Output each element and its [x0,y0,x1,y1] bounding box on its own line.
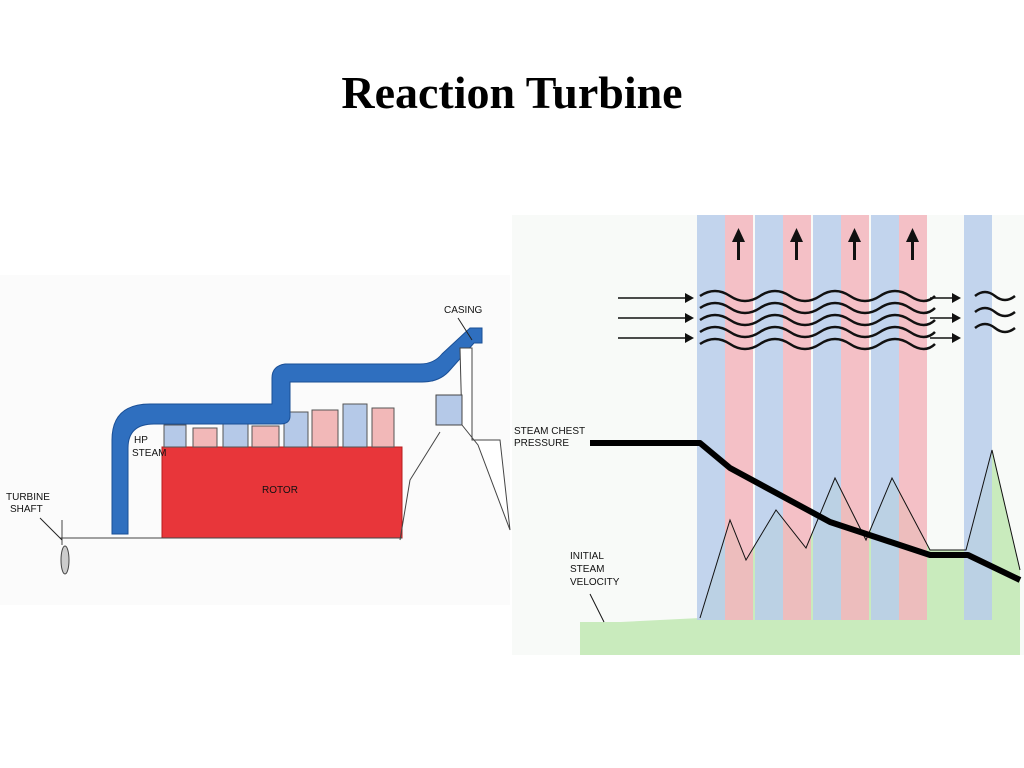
slide-title: Reaction Turbine [341,67,683,118]
initial-velocity-label-line2: STEAM [570,564,604,575]
moving-band [841,215,869,620]
outflow-arrows [930,293,961,343]
rotor [161,446,403,539]
velocity-baseline [580,622,700,655]
right-pressure-velocity-diagram: STEAM CHEST PRESSURE INITIAL STEAM VELOC… [514,215,1022,655]
up-arrow-icon [790,228,803,260]
casing-label: CASING [444,305,483,316]
up-arrows [732,228,919,260]
fixed-blade [342,403,368,448]
shaft-end [60,545,70,575]
moving-blade [192,427,218,448]
steam-chest-label-line2: PRESSURE [514,438,569,449]
rotor-label: ROTOR [262,485,298,496]
fixed-band [813,215,841,620]
moving-band [725,215,753,620]
moving-blade [251,425,280,448]
steam-flow-lines [699,289,1016,351]
casing-block [435,394,463,426]
up-arrow-icon [848,228,861,260]
turbine-shaft-label-line1: TURBINE [6,492,50,503]
up-arrow-icon [906,228,919,260]
initial-velocity-label-line1: INITIAL [570,551,604,562]
inflow-arrows [618,293,694,343]
steam-chest-label-line1: STEAM CHEST [514,426,585,437]
hp-steam-label-line2: STEAM [132,448,166,459]
left-turbine-diagram: CASING HP STEAM ROTOR TURBINE SHAFT [6,305,511,575]
turbine-shaft-label-line2: SHAFT [10,504,43,515]
velocity-line [699,449,1021,619]
casing [111,327,483,535]
fixed-band [871,215,899,620]
fixed-band [755,215,783,620]
up-arrow-icon [732,228,745,260]
hp-steam-label-line1: HP [134,435,148,446]
fixed-band [697,215,725,620]
initial-velocity-label-line3: VELOCITY [570,577,620,588]
casing-support [459,347,511,531]
moving-blade [311,409,339,448]
fixed-blade [163,424,187,448]
moving-band [783,215,811,620]
moving-blade [371,407,395,448]
blade-row [163,403,395,448]
pressure-line [590,440,1022,583]
moving-band [899,215,927,620]
